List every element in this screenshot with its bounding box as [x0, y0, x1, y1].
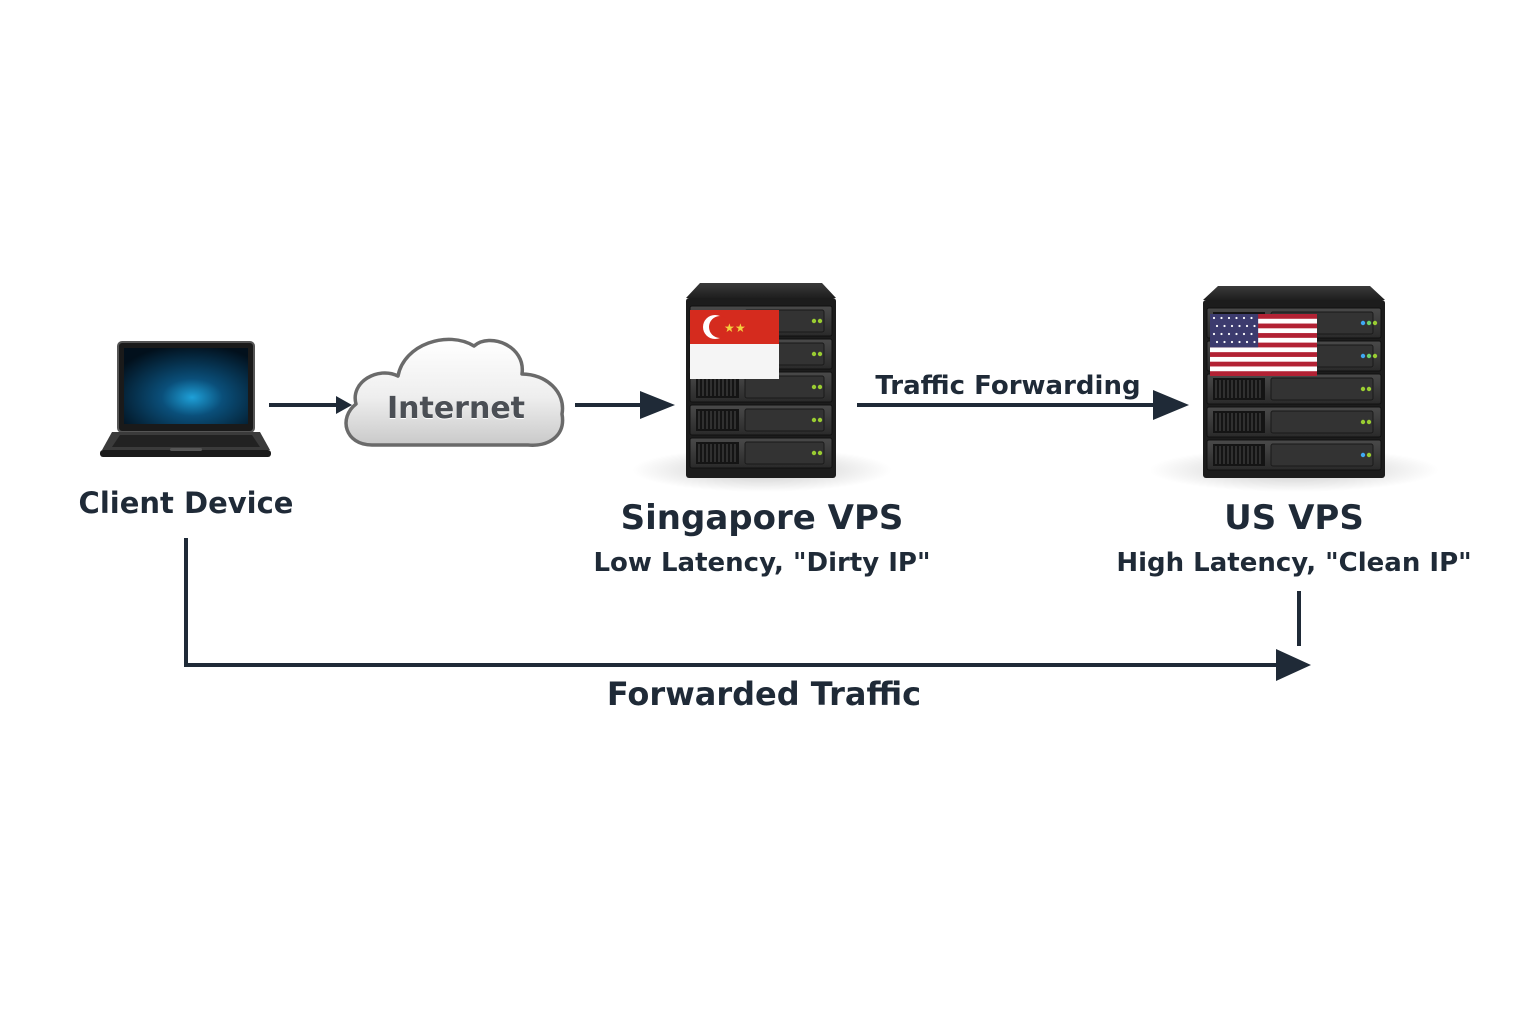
arrow-client-to-internet — [269, 396, 352, 414]
svg-text:★: ★ — [724, 321, 735, 335]
status-led — [811, 384, 817, 390]
server-bay — [1206, 439, 1382, 471]
traffic-forwarding-label: Traffic Forwarding — [875, 371, 1141, 401]
us-vps-subtitle: High Latency, "Clean IP" — [1116, 548, 1472, 578]
svg-text:★: ★ — [735, 321, 746, 335]
forwarded-traffic-label: Forwarded Traffic — [606, 675, 922, 713]
status-led — [1372, 353, 1378, 359]
status-led — [817, 384, 823, 390]
status-led — [811, 318, 817, 324]
status-led — [817, 417, 823, 423]
status-led — [811, 351, 817, 357]
status-led — [817, 450, 823, 456]
server-bay — [1206, 406, 1382, 438]
singapore-flag-icon: ★ ★ — [690, 310, 779, 379]
status-led — [1366, 353, 1372, 359]
laptop-icon — [100, 341, 271, 457]
status-led — [1366, 419, 1372, 425]
status-led — [1366, 320, 1372, 326]
singapore-vps-title: Singapore VPS — [620, 498, 904, 538]
arrow-singapore-to-us — [857, 390, 1189, 420]
singapore-vps-subtitle: Low Latency, "Dirty IP" — [593, 548, 931, 578]
status-led — [1360, 452, 1366, 458]
status-led — [1360, 320, 1366, 326]
status-led — [1360, 353, 1366, 359]
server-bay — [689, 371, 833, 403]
us-flag-icon — [1210, 314, 1317, 376]
status-led — [1360, 419, 1366, 425]
server-bay — [689, 404, 833, 436]
status-led — [817, 351, 823, 357]
status-led — [1372, 320, 1378, 326]
server-bay — [1206, 373, 1382, 405]
status-led — [817, 318, 823, 324]
status-led — [1366, 386, 1372, 392]
client-device-label: Client Device — [78, 486, 294, 520]
arrow-internet-to-singapore — [575, 391, 675, 419]
cloud-icon — [344, 337, 565, 447]
server-bay — [689, 437, 833, 469]
us-vps-title: US VPS — [1224, 498, 1364, 538]
forwarded-traffic-path — [184, 538, 1311, 681]
status-led — [1366, 452, 1372, 458]
status-led — [1360, 386, 1366, 392]
internet-label: Internet — [386, 391, 526, 426]
status-led — [811, 450, 817, 456]
status-led — [811, 417, 817, 423]
